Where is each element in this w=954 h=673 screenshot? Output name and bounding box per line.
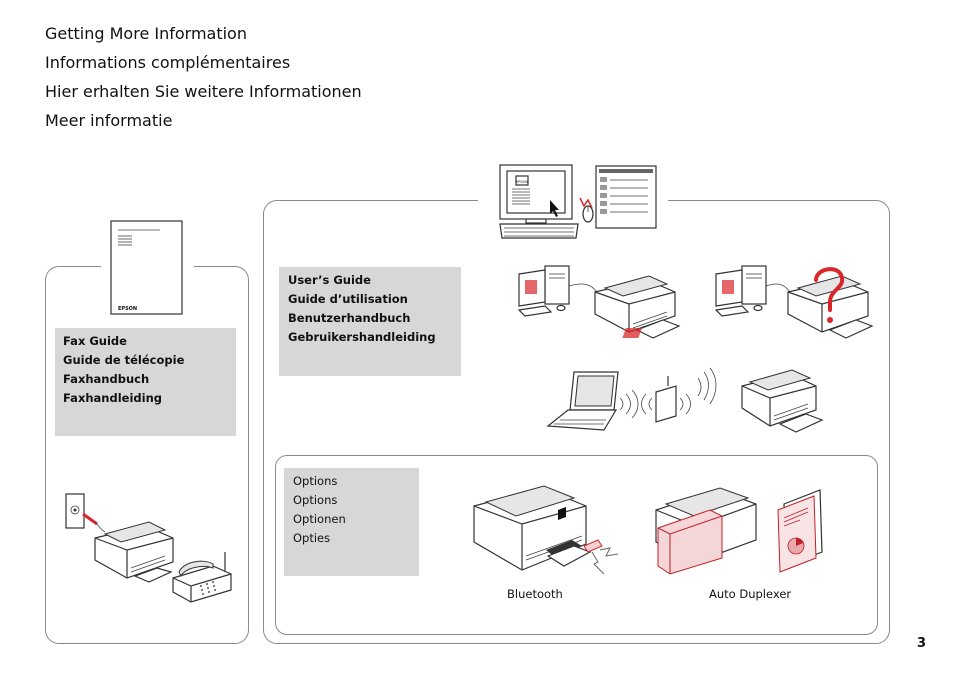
options-de: Optionen <box>293 512 346 526</box>
fax-booklet-brand: EPSON <box>118 306 137 312</box>
heading-dutch: Meer informatie <box>45 111 173 130</box>
users-guide-de: Benutzerhandbuch <box>288 311 411 325</box>
pc-printer-printing-illustration <box>517 265 681 339</box>
wireless-network-illustration <box>546 367 824 433</box>
page-number: 3 <box>916 636 926 651</box>
heading-english: Getting More Information <box>45 24 247 43</box>
auto-duplexer-illustration <box>655 487 823 575</box>
users-guide-fr: Guide d’utilisation <box>288 292 408 306</box>
bluetooth-caption: Bluetooth <box>507 587 563 601</box>
fax-guide-title-box: Fax Guide Guide de télécopie Faxhandbuch… <box>55 328 236 436</box>
fax-guide-fr: Guide de télécopie <box>63 353 185 367</box>
fax-guide-booklet-illustration: EPSON <box>110 220 183 315</box>
users-guide-nl: Gebruikershandleiding <box>288 330 436 344</box>
pc-printer-problem-illustration <box>714 265 874 339</box>
auto-duplexer-caption: Auto Duplexer <box>709 587 792 601</box>
users-panel-gap <box>478 197 668 203</box>
options-title-box: Options Options Optionen Opties <box>284 468 419 576</box>
bluetooth-option-illustration <box>473 485 619 575</box>
options-en: Options <box>293 474 338 488</box>
users-guide-en: User’s Guide <box>288 273 371 287</box>
computer-manual-illustration: EPSON <box>499 164 657 239</box>
options-fr: Options <box>293 493 338 507</box>
fax-connection-illustration <box>65 493 232 603</box>
heading-german: Hier erhalten Sie weitere Informationen <box>45 82 362 101</box>
screen-icon-label: EPSON <box>516 180 528 184</box>
users-guide-title-box: User’s Guide Guide d’utilisation Benutze… <box>279 267 461 376</box>
fax-guide-nl: Faxhandleiding <box>63 391 163 405</box>
fax-guide-de: Faxhandbuch <box>63 372 150 386</box>
fax-guide-en: Fax Guide <box>63 334 127 348</box>
options-nl: Opties <box>293 531 331 545</box>
heading-french: Informations complémentaires <box>45 53 291 72</box>
